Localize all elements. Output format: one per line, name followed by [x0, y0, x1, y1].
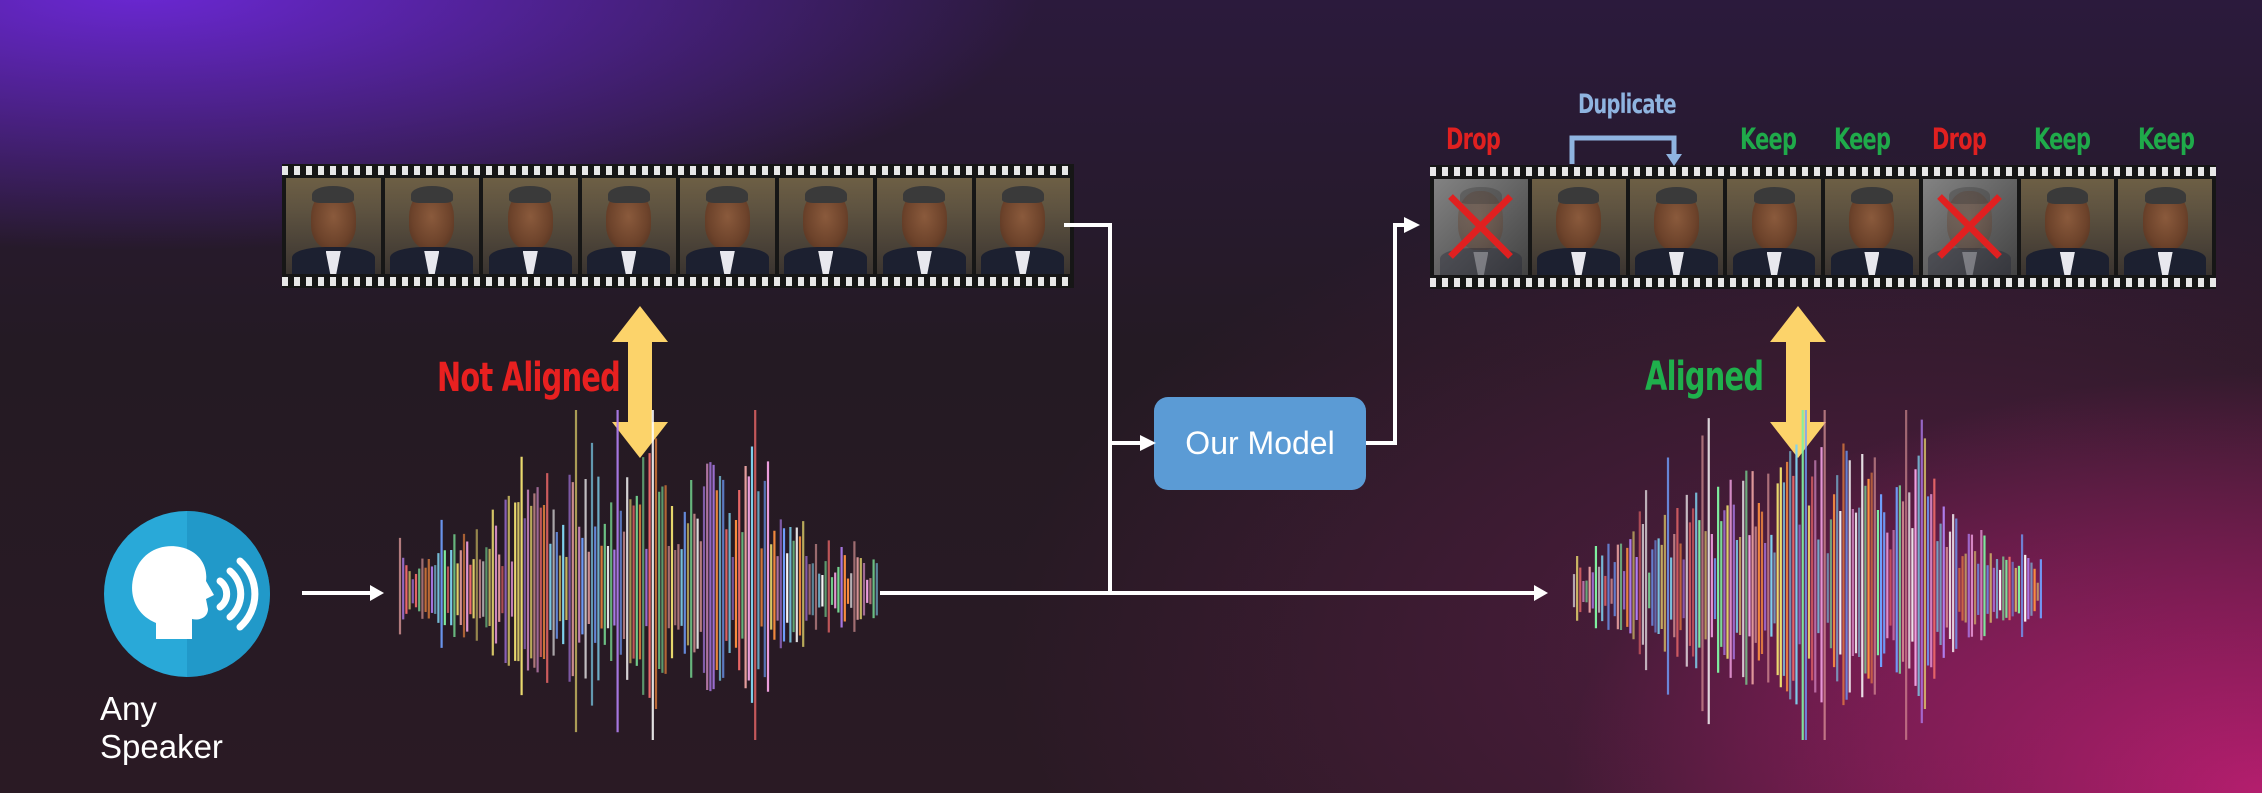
video-frame	[2118, 179, 2212, 275]
x-mark-icon	[1937, 193, 2003, 259]
dropped-frame	[1434, 179, 1528, 275]
frame-action-keep: Keep	[1740, 122, 1797, 156]
video-frame	[2020, 179, 2115, 275]
x-mark-icon	[1448, 193, 1514, 259]
speaker-icon	[104, 511, 270, 677]
speaker-label: Any Speaker	[100, 690, 223, 765]
video-frame	[1531, 179, 1626, 275]
duplicate-label: Duplicate	[1578, 89, 1677, 120]
video-frame	[877, 178, 972, 274]
video-frame	[975, 178, 1070, 274]
input-video-filmstrip	[282, 164, 1074, 288]
frame-action-drop: Drop	[1446, 122, 1501, 156]
frame-action-drop: Drop	[1932, 122, 1987, 156]
video-frame	[1629, 179, 1724, 275]
frame-action-keep: Keep	[2138, 122, 2195, 156]
double-arrow-icon	[1770, 306, 1826, 458]
video-frame	[1727, 179, 1821, 275]
frame-action-keep: Keep	[1834, 122, 1891, 156]
not-aligned-label: Not Aligned	[437, 355, 621, 401]
model-label: Our Model	[1185, 425, 1335, 461]
output-video-filmstrip	[1430, 165, 2216, 289]
double-arrow-icon	[612, 306, 668, 458]
video-frame	[1825, 179, 1919, 275]
aligned-label: Aligned	[1645, 354, 1764, 400]
our-model-box: Our Model	[1154, 397, 1366, 490]
audio-waveform-input	[398, 410, 878, 740]
audio-waveform-aligned	[1572, 410, 2042, 740]
video-frame	[384, 178, 479, 274]
video-frame	[778, 178, 873, 274]
video-frame	[483, 178, 578, 274]
frame-action-keep: Keep	[2034, 122, 2091, 156]
dropped-frame	[1922, 179, 2017, 275]
video-frame	[286, 178, 381, 274]
video-frame	[581, 178, 676, 274]
video-frame	[680, 178, 775, 274]
duplicate-bracket	[1569, 135, 1682, 166]
